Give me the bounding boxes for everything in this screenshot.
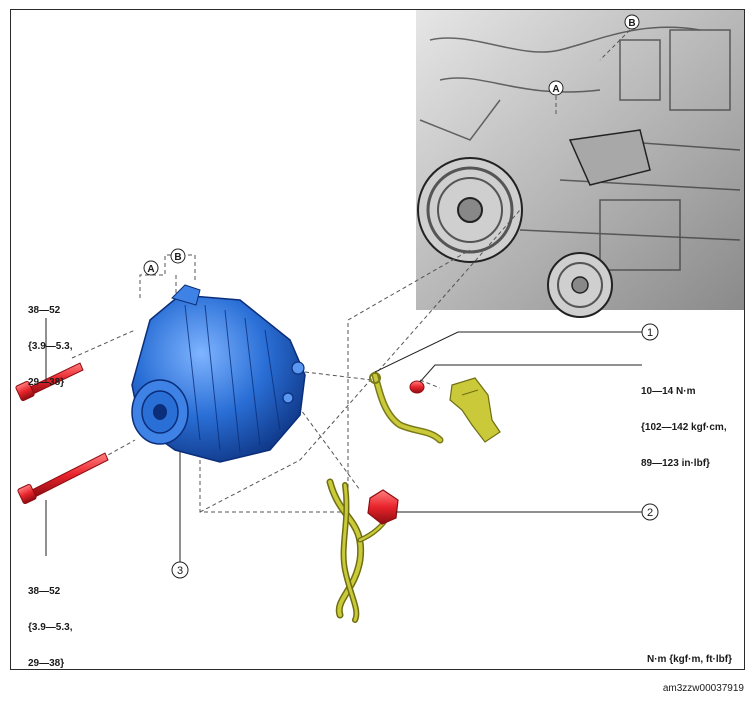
svg-text:1: 1 (647, 327, 653, 339)
torque-upper-line-3: 29—38} (28, 377, 65, 388)
connector-plug (367, 489, 399, 525)
terminal-nut (409, 380, 425, 394)
svg-text:B: B (174, 252, 181, 263)
svg-text:B: B (628, 18, 635, 29)
callout-3: 3 (171, 561, 189, 579)
upper-bolt (15, 362, 84, 402)
view-letter-b-inset: B (624, 14, 640, 30)
crank-pulley-icon (417, 157, 523, 263)
torque-nut-line-2: {102—142 kgf·cm, (641, 422, 727, 433)
engine-inset: A B (416, 10, 744, 318)
units-note: N·m {kgf·m, ft·lbf} (647, 654, 732, 665)
terminal-cover (449, 377, 501, 443)
torque-upper-line-2: {3.9—5.3, (28, 341, 73, 352)
svg-text:A: A (147, 264, 154, 275)
view-letter-a: A (143, 260, 159, 276)
view-letter-a-inset: A (548, 80, 564, 96)
lower-bolt (17, 452, 109, 505)
view-letter-b: B (170, 248, 186, 264)
alternator (131, 284, 306, 463)
figure-id: am3zzw00037919 (662, 683, 744, 694)
alternator-pulley-icon (131, 379, 189, 445)
svg-text:3: 3 (177, 565, 183, 577)
torque-nut-line-1: 10—14 N·m (641, 386, 696, 397)
torque-lower-line-3: 29—38} (28, 658, 65, 669)
svg-text:A: A (552, 84, 559, 95)
svg-text:2: 2 (647, 507, 653, 519)
ac-pulley-icon (547, 252, 613, 318)
torque-lower-line-1: 38—52 (28, 586, 61, 597)
bracket-icon (568, 129, 651, 186)
callout-2: 2 (641, 503, 659, 521)
callout-1: 1 (641, 323, 659, 341)
torque-label-terminal-nut: 10—14 N·m {102—142 kgf·cm, 89—123 in·lbf… (641, 362, 727, 482)
callout-leaders (179, 331, 642, 562)
torque-label-upper-bolt: 38—52 {3.9—5.3, 29—38} (28, 281, 72, 401)
figure-frame (10, 9, 745, 670)
torque-nut-line-3: 89—123 in·lbf} (641, 458, 710, 469)
torque-lower-line-2: {3.9—5.3, (28, 622, 73, 633)
torque-upper-line-1: 38—52 (28, 305, 61, 316)
torque-label-lower-bolt: 38—52 {3.9—5.3, 29—38} (28, 562, 72, 682)
harness-terminal-wire (369, 371, 444, 444)
